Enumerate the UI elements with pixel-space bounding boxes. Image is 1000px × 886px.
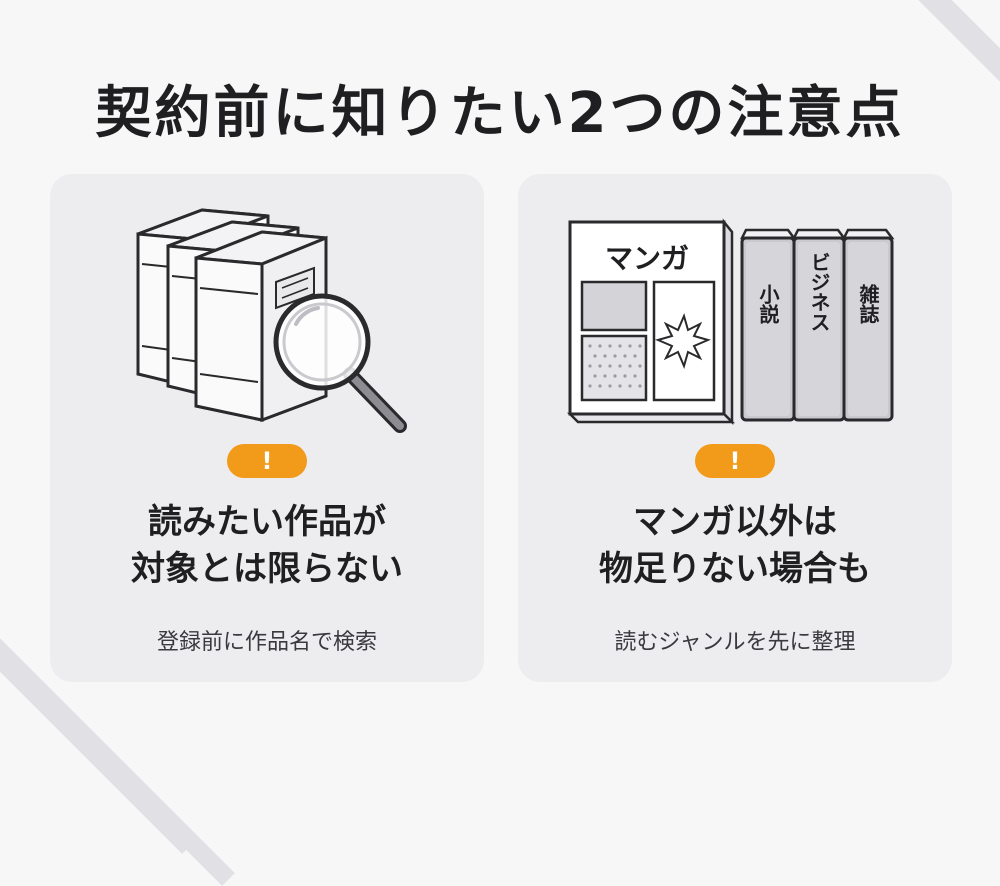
manga-cover-label: マンガ	[605, 242, 689, 275]
books-search-illustration	[136, 208, 407, 433]
caution-heading: 読みたい作品が 対象とは限らない	[50, 499, 484, 593]
manga-books-illustration: マンガ	[566, 218, 895, 426]
spine-label-novel: 小説	[756, 284, 780, 325]
book-spines-icon: 小説 ビジネス 雑誌	[739, 228, 895, 422]
spine-label-business: ビジネス	[807, 252, 831, 332]
caution-card-availability: ! 読みたい作品が 対象とは限らない 登録前に作品名で検索	[50, 174, 484, 682]
heading-line: 対象とは限らない	[131, 548, 403, 589]
heading-line: 読みたい作品が	[148, 502, 386, 542]
warning-badge: !	[227, 444, 307, 478]
spine-label-magazine: 雑誌	[856, 283, 880, 324]
manga-book-icon: マンガ	[566, 218, 736, 426]
caution-subtext: 登録前に作品名で検索	[156, 630, 377, 655]
page-title: 契約前に知りたい2つの注意点	[95, 81, 905, 146]
heading-line: 物足りない場合も	[599, 548, 871, 589]
warning-badge: !	[695, 444, 775, 478]
caution-heading: マンガ以外は 物足りない場合も	[518, 499, 952, 593]
magnifying-glass-icon	[273, 293, 407, 433]
caution-subtext: 読むジャンルを先に整理	[614, 630, 856, 655]
caution-card-genre: マンガ	[518, 174, 952, 682]
heading-line: マンガ以外は	[633, 502, 837, 542]
